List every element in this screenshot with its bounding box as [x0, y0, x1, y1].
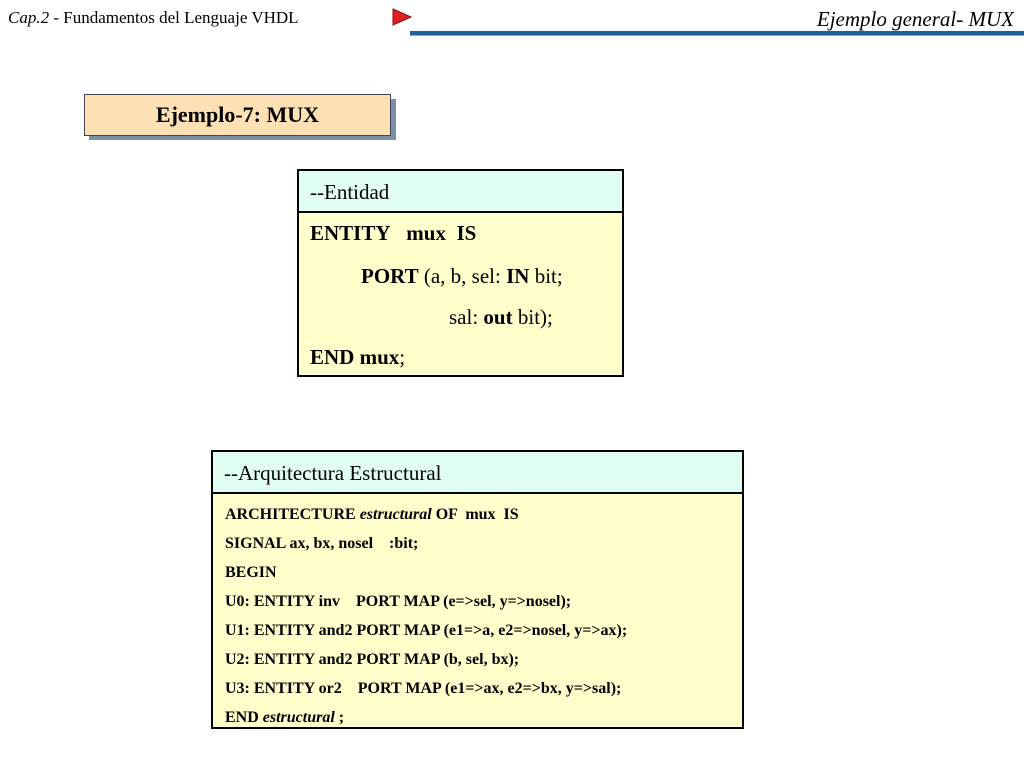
- arch-end-semicolon: ;: [334, 709, 345, 726]
- subject-label: - Fundamentos del Lenguaje VHDL: [49, 8, 299, 27]
- port-sal: sal:: [449, 305, 484, 329]
- architecture-code-panel: --Arquitectura Estructural ARCHITECTURE …: [211, 450, 744, 729]
- arch-of-clause: OF mux IS: [431, 506, 519, 523]
- port-type-in: bit;: [529, 264, 563, 288]
- entity-code-panel: --Entidad ENTITY mux IS PORT (a, b, sel:…: [297, 169, 624, 377]
- slide-title: Ejemplo-7: MUX: [84, 94, 391, 136]
- header-chapter-line: Cap.2 - Fundamentos del Lenguaje VHDL: [8, 8, 299, 28]
- architecture-code: ARCHITECTURE estructural OF mux IS SIGNAL…: [225, 500, 627, 732]
- play-arrow-icon[interactable]: [392, 8, 412, 26]
- header-divider: [410, 31, 1024, 36]
- port-args: (a, b, sel:: [418, 264, 507, 288]
- entity-line-1: ENTITY mux IS: [310, 221, 476, 246]
- keyword-entity: ENTITY: [310, 221, 391, 245]
- arch-line-3: BEGIN: [225, 564, 277, 581]
- arch-name: estructural: [359, 506, 432, 523]
- end-semicolon: ;: [399, 345, 406, 369]
- keyword-port: PORT: [361, 264, 419, 288]
- keyword-is: IS: [456, 221, 477, 245]
- entity-comment: --Entidad: [299, 171, 622, 213]
- port-type-out: bit);: [512, 305, 553, 329]
- keyword-end: END: [310, 345, 355, 369]
- arch-line-4: U0: ENTITY inv PORT MAP (e=>sel, y=>nose…: [225, 593, 572, 610]
- arch-line-8: END estructural ;: [225, 703, 627, 732]
- entity-line-4: END mux;: [310, 345, 405, 370]
- entity-line-3: sal: out bit);: [449, 305, 553, 330]
- chapter-label: Cap.2: [8, 8, 50, 27]
- arch-keyword: ARCHITECTURE: [225, 506, 360, 523]
- keyword-out: out: [483, 305, 513, 329]
- architecture-comment: --Arquitectura Estructural: [213, 452, 742, 494]
- arch-line-2: SIGNAL ax, bx, nosel :bit;: [225, 535, 419, 552]
- arch-end-name: estructural: [262, 709, 335, 726]
- arch-end-keyword: END: [225, 709, 263, 726]
- arch-line-7: U3: ENTITY or2 PORT MAP (e1=>ax, e2=>bx,…: [225, 680, 622, 697]
- end-entity-name: mux: [354, 345, 400, 369]
- arch-line-6: U2: ENTITY and2 PORT MAP (b, sel, bx);: [225, 651, 520, 668]
- arch-line-5: U1: ENTITY and2 PORT MAP (e1=>a, e2=>nos…: [225, 622, 628, 639]
- arch-line-1: ARCHITECTURE estructural OF mux IS: [225, 500, 627, 529]
- keyword-in: IN: [506, 264, 530, 288]
- section-title: Ejemplo general- MUX: [816, 7, 1014, 31]
- entity-line-2: PORT (a, b, sel: IN bit;: [361, 264, 563, 289]
- entity-name: mux: [406, 221, 446, 245]
